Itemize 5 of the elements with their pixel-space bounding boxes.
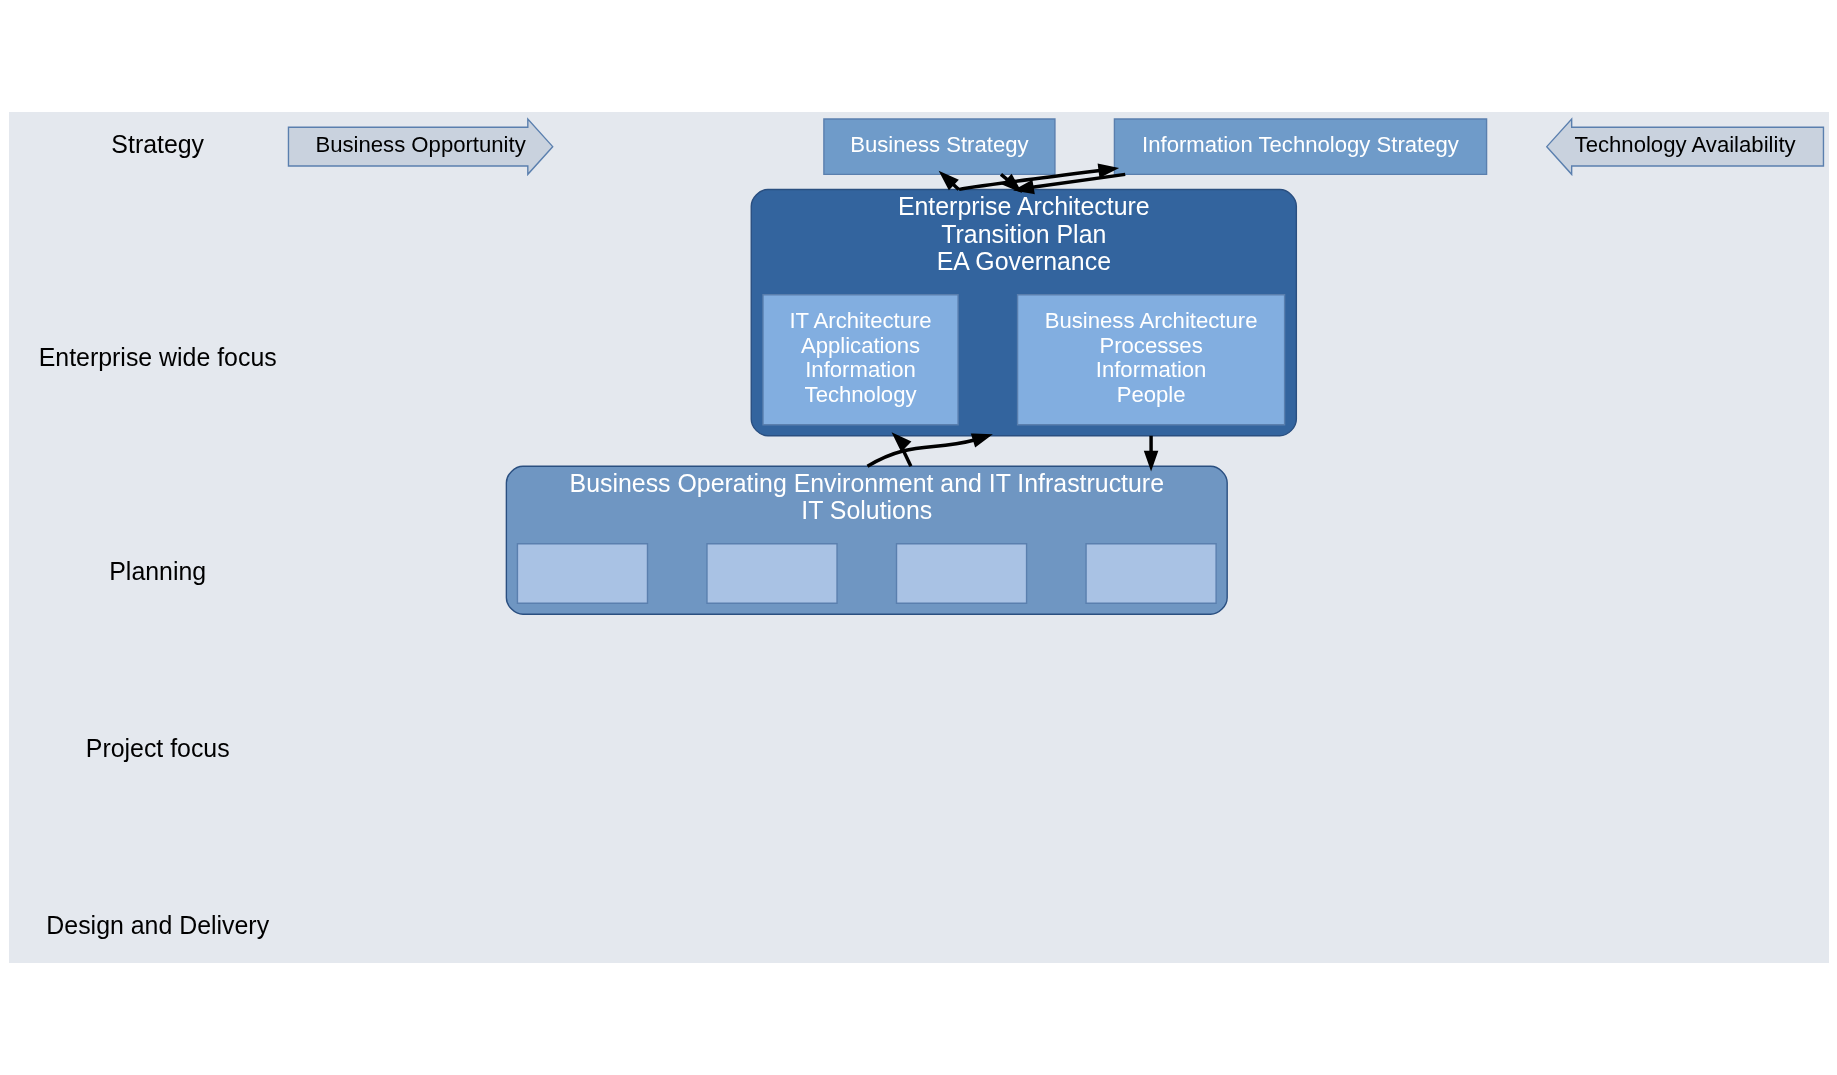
label: Enterprise wide focus xyxy=(38,342,277,371)
label: Design and Delivery xyxy=(45,911,269,940)
label: Strategy xyxy=(110,129,204,158)
label: Planning xyxy=(108,556,206,585)
label: Project focus xyxy=(85,734,230,763)
